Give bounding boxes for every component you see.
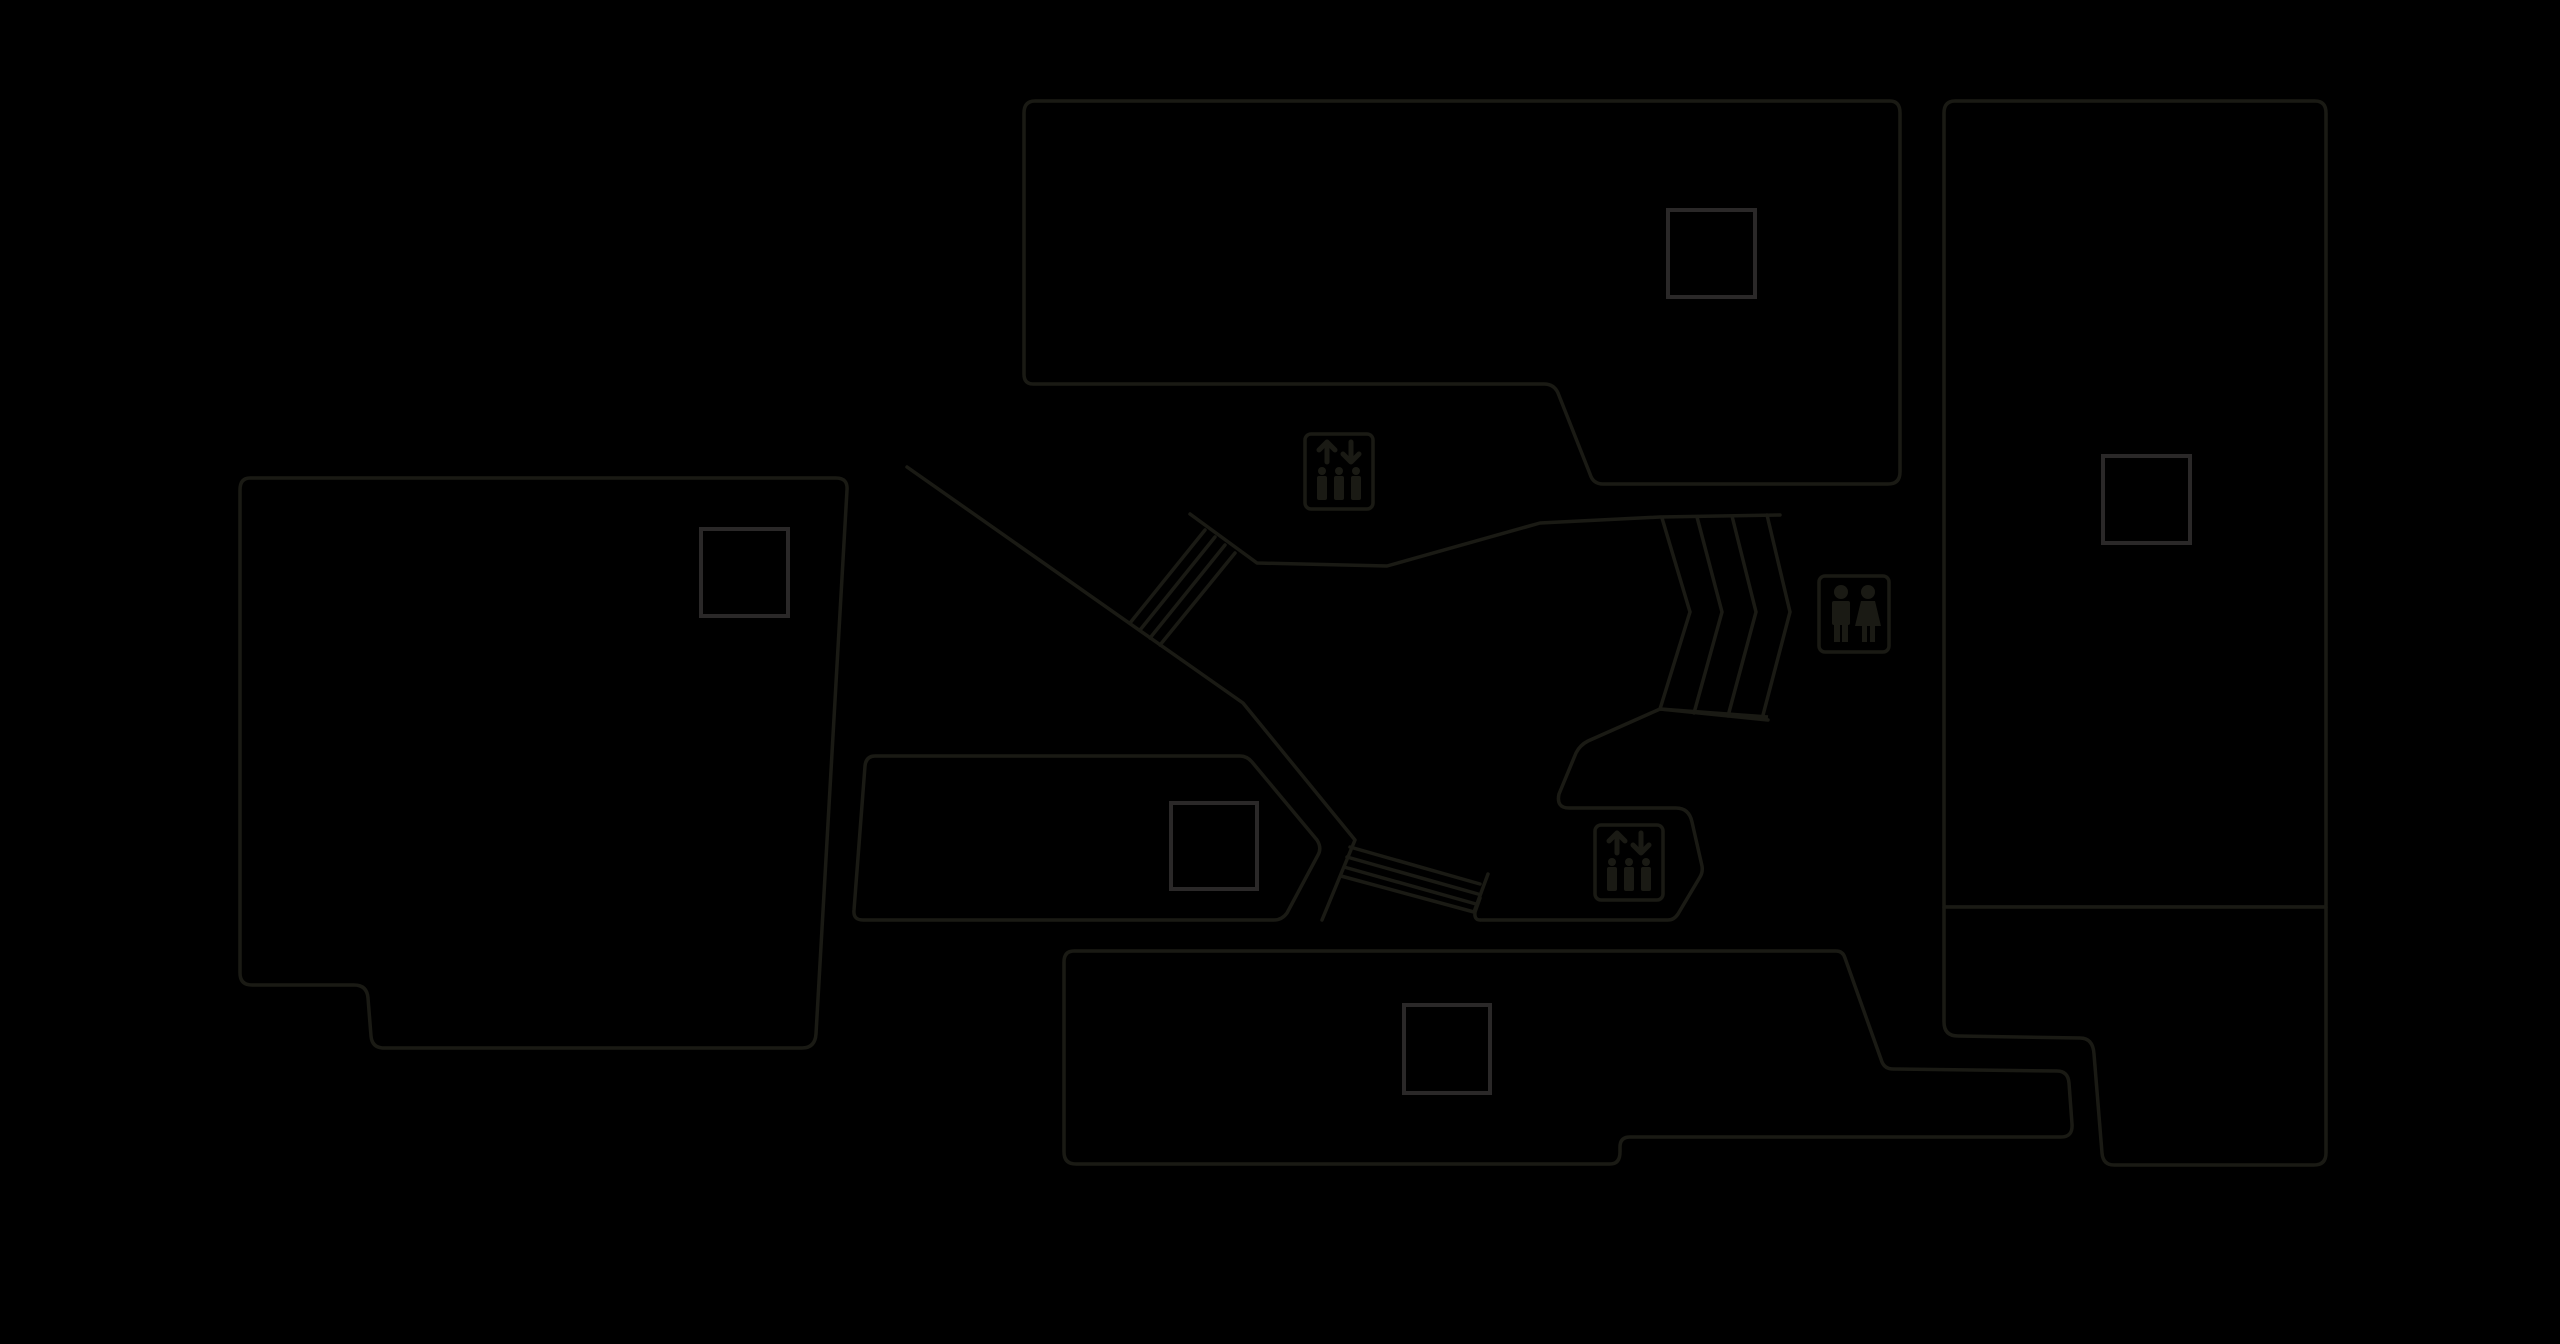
escalator-southwest[interactable] — [1339, 845, 1490, 914]
escalator-northwest[interactable] — [1128, 528, 1237, 647]
room-west-label-box[interactable] — [699, 527, 790, 618]
stairs-east[interactable] — [1658, 513, 1792, 722]
room-south[interactable] — [1062, 949, 2074, 1166]
elevator-icon[interactable] — [1593, 823, 1665, 902]
room-east[interactable] — [1942, 99, 2328, 909]
elevator-icon[interactable] — [1303, 432, 1375, 511]
corridor-walls — [905, 465, 1782, 922]
room-center-west-label-box[interactable] — [1169, 801, 1259, 891]
room-east-lower[interactable] — [1942, 905, 2328, 1167]
corridor-wall-upper — [1188, 512, 1782, 568]
room-south-label-box[interactable] — [1402, 1003, 1492, 1095]
corridor-wall-diagonal — [905, 465, 1357, 922]
room-west[interactable] — [238, 476, 849, 1050]
room-north[interactable] — [1022, 99, 1902, 486]
room-east-label-box[interactable] — [2101, 454, 2192, 545]
room-north-label-box[interactable] — [1666, 208, 1757, 299]
restroom-icon[interactable] — [1817, 574, 1891, 654]
room-center-west[interactable] — [852, 754, 1322, 922]
